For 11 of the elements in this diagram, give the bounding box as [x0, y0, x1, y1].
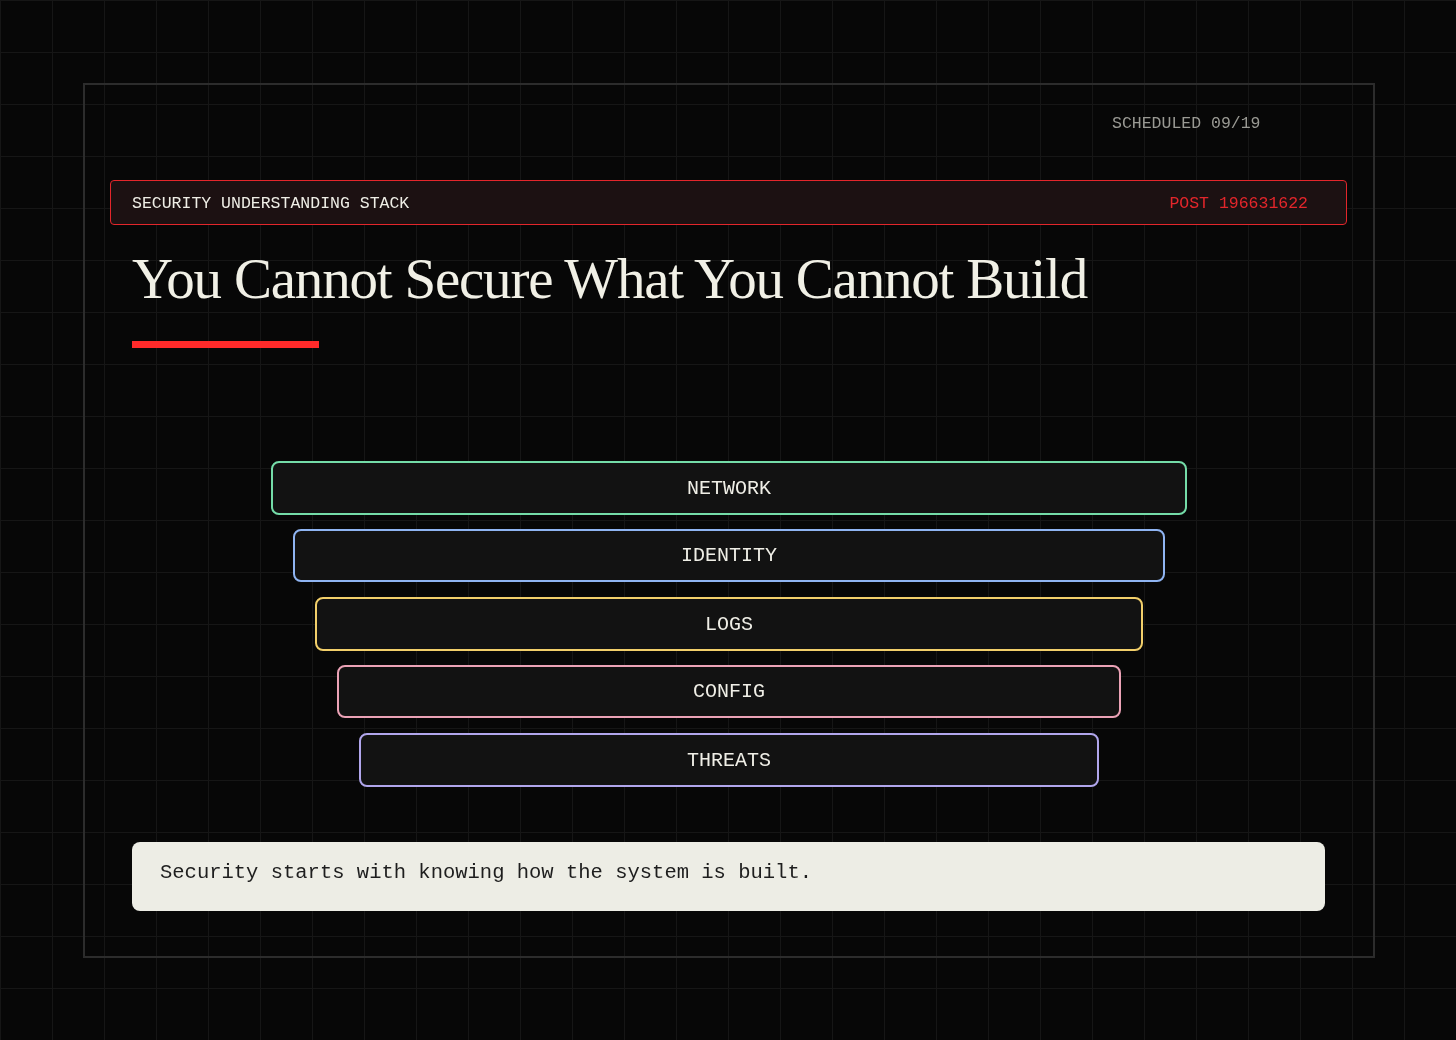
section-label: SECURITY UNDERSTANDING STACK: [132, 193, 410, 212]
quote-panel: Security starts with knowing how the system is built.: [132, 842, 1325, 911]
schedule-date: SCHEDULED 09/19: [1112, 114, 1261, 133]
stack-layer: IDENTITY: [293, 529, 1165, 582]
stack-layer: LOGS: [315, 597, 1143, 651]
stack-layer: NETWORK: [271, 461, 1187, 515]
header-bar: [110, 180, 1347, 225]
headline: You Cannot Secure What You Cannot Build: [132, 250, 1087, 307]
post-number: POST 196631622: [1169, 193, 1308, 212]
stack-layer: CONFIG: [337, 665, 1121, 718]
stack-layer: THREATS: [359, 733, 1099, 787]
